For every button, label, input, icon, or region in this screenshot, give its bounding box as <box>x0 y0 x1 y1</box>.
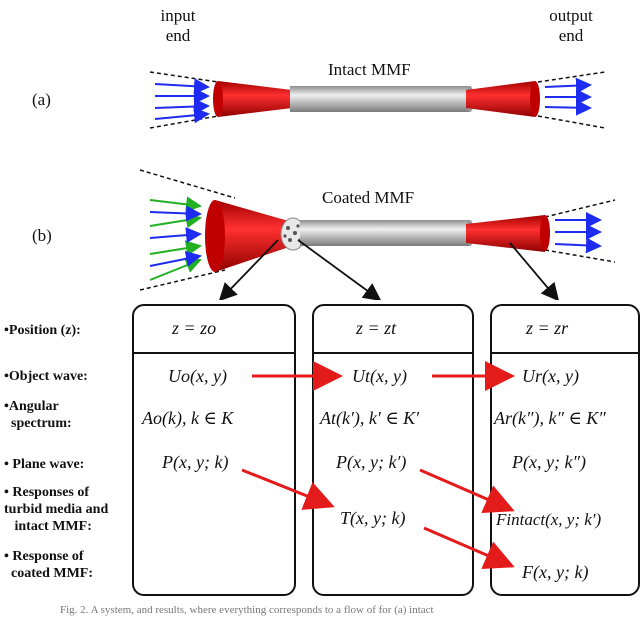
object-wave-ut: Ut(x, y) <box>352 366 407 386</box>
position-zr: z = zr <box>526 318 569 338</box>
input-end-label: input end <box>160 6 196 45</box>
angular-spectrum-ao: Ao(k), k ∈ K <box>142 408 234 428</box>
coated-mmf-label: Coated MMF <box>322 188 415 207</box>
angular-spectrum-ar: Ar(k″), k″ ∈ K″ <box>494 408 606 428</box>
fiber-illustration <box>139 71 616 300</box>
object-wave-uo: Uo(x, y) <box>168 366 227 386</box>
column-box-output <box>490 304 640 596</box>
plane-wave-k: P(x, y; k) <box>162 452 229 472</box>
object-wave-ur: Ur(x, y) <box>522 366 579 386</box>
position-zt: z = zt <box>356 318 397 338</box>
figure-caption: Fig. 2. A system, and results, where eve… <box>60 604 434 616</box>
angular-spectrum-at: At(k′), k′ ∈ K′ <box>320 408 420 428</box>
row-label-position: •Position (z): <box>4 323 81 338</box>
column-box-input <box>132 304 296 596</box>
response-f-intact: Fintact(x, y; k′) <box>496 510 602 529</box>
row-label-responses-turbid: • Responses of turbid media and intact M… <box>4 485 109 534</box>
intact-fiber <box>149 71 606 129</box>
row-label-object-wave: •Object wave: <box>4 369 88 384</box>
coated-fiber <box>139 169 616 291</box>
output-end-label: output end <box>549 6 593 45</box>
panel-a-label: (a) <box>32 90 51 109</box>
row-label-angular-spectrum: •Angular spectrum: <box>4 399 72 431</box>
plane-wave-k-double-prime: P(x, y; k″) <box>512 452 586 472</box>
response-f-coated: F(x, y; k) <box>522 562 589 582</box>
row-label-plane-wave: • Plane wave: <box>4 457 85 472</box>
position-zo: z = zo <box>172 318 217 338</box>
response-t: T(x, y; k) <box>340 508 406 528</box>
pointer-arrows <box>218 239 560 300</box>
row-label-response-coated: • Response of coated MMF: <box>4 549 94 581</box>
plane-wave-k-prime: P(x, y; k′) <box>336 452 407 472</box>
panel-b-label: (b) <box>32 226 52 245</box>
intact-mmf-label: Intact MMF <box>328 60 411 79</box>
column-box-middle <box>312 304 474 596</box>
